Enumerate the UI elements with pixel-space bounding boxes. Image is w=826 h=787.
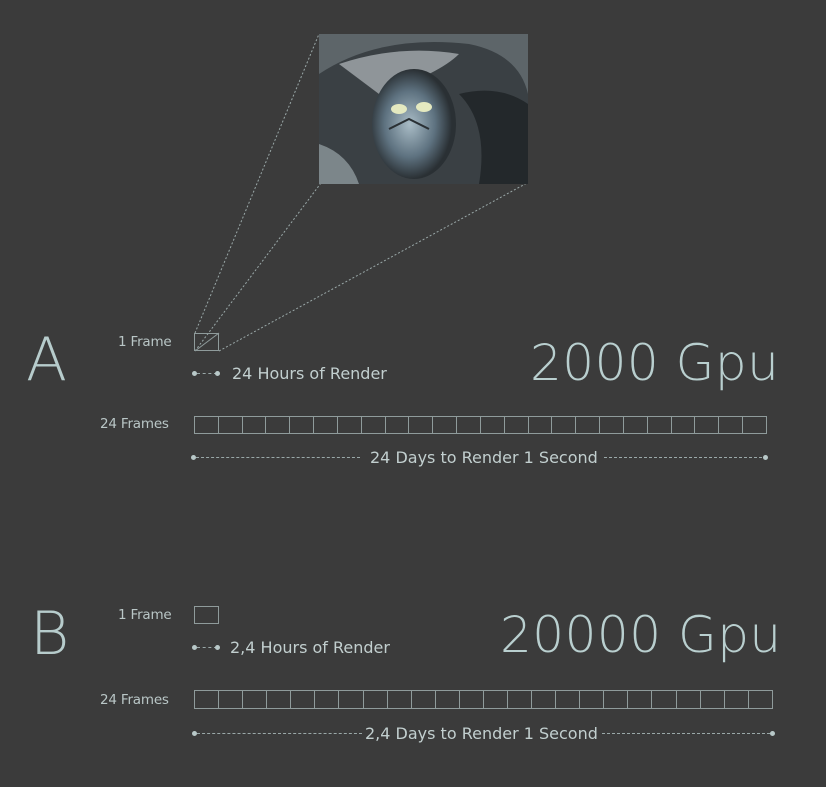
frame-cell	[576, 417, 601, 433]
frame-cell	[433, 417, 458, 433]
photo-illustration	[319, 34, 528, 184]
frame-cell	[267, 691, 292, 708]
days-line-left-a	[196, 457, 360, 458]
frames-label-a: 24 Frames	[100, 416, 169, 432]
frame-cell	[243, 691, 268, 708]
hours-end-dot-a	[215, 371, 220, 376]
days-render-label-a: 24 Days to Render 1 Second	[370, 448, 598, 467]
hours-start-dot-a	[192, 371, 197, 376]
days-line-left-b	[197, 733, 362, 734]
frame-cell	[484, 691, 509, 708]
frame-cell	[552, 417, 577, 433]
frame-cell	[195, 417, 219, 433]
frame-cell	[505, 417, 529, 433]
frame-cell	[266, 417, 291, 433]
frame-cell	[460, 691, 484, 708]
frame-cell	[195, 691, 220, 708]
frame-cell	[338, 417, 362, 433]
frame-cell	[648, 417, 672, 433]
frame-cell	[749, 691, 772, 708]
frame-cell	[628, 691, 653, 708]
one-frame-label-a: 1 Frame	[118, 334, 172, 350]
gpu-count-a: 2000 Gpu	[530, 334, 780, 392]
frame-strip-b	[194, 690, 773, 709]
frame-cell	[481, 417, 505, 433]
section-letter-a: A	[26, 325, 68, 395]
frame-cell	[652, 691, 677, 708]
hours-start-dot-b	[192, 645, 197, 650]
avatar-character-photo	[319, 34, 528, 184]
days-line-right-b	[602, 733, 770, 734]
frame-cell	[529, 417, 553, 433]
frame-cell	[695, 417, 720, 433]
frame-cell	[412, 691, 436, 708]
frame-cell	[556, 691, 581, 708]
single-frame-box-b	[194, 606, 219, 624]
frame-cell	[409, 417, 434, 433]
hours-end-dot-b	[215, 645, 220, 650]
frame-cell	[725, 691, 749, 708]
frame-cell	[508, 691, 533, 708]
frame-strip-a	[194, 416, 767, 434]
frame-cell	[291, 691, 316, 708]
frame-cell	[243, 417, 267, 433]
frame-cell	[532, 691, 557, 708]
frame-cell	[364, 691, 388, 708]
days-render-label-b: 2,4 Days to Render 1 Second	[365, 724, 598, 743]
hours-render-label-a: 24 Hours of Render	[232, 364, 387, 383]
frame-cell	[580, 691, 605, 708]
hours-line-b	[197, 647, 217, 648]
frame-cell	[719, 417, 744, 433]
hours-render-label-b: 2,4 Hours of Render	[230, 638, 390, 657]
frame-cell	[339, 691, 364, 708]
one-frame-label-b: 1 Frame	[118, 607, 172, 623]
frame-cell	[604, 691, 629, 708]
days-start-dot-b	[192, 731, 197, 736]
frame-cell	[315, 691, 340, 708]
single-frame-box-a	[194, 333, 219, 351]
hours-line-a	[197, 373, 217, 374]
frame-cell	[219, 417, 243, 433]
frame-cell	[624, 417, 648, 433]
frame-cell	[701, 691, 725, 708]
frame-cell	[457, 417, 481, 433]
days-start-dot-a	[191, 455, 196, 460]
gpu-count-b: 20000 Gpu	[500, 606, 782, 664]
days-end-dot-a	[763, 455, 768, 460]
frame-cell	[386, 417, 410, 433]
frame-cell	[672, 417, 696, 433]
frame-cell	[600, 417, 624, 433]
frame-cell	[743, 417, 766, 433]
frame-cell	[290, 417, 315, 433]
section-letter-b: B	[30, 599, 70, 669]
frame-cell	[436, 691, 460, 708]
frame-cell	[219, 691, 244, 708]
days-end-dot-b	[770, 731, 775, 736]
frame-cell	[314, 417, 338, 433]
frame-cell	[677, 691, 701, 708]
frame-cell	[388, 691, 412, 708]
days-line-right-a	[604, 457, 762, 458]
frames-label-b: 24 Frames	[100, 692, 169, 708]
frame-cell	[362, 417, 386, 433]
